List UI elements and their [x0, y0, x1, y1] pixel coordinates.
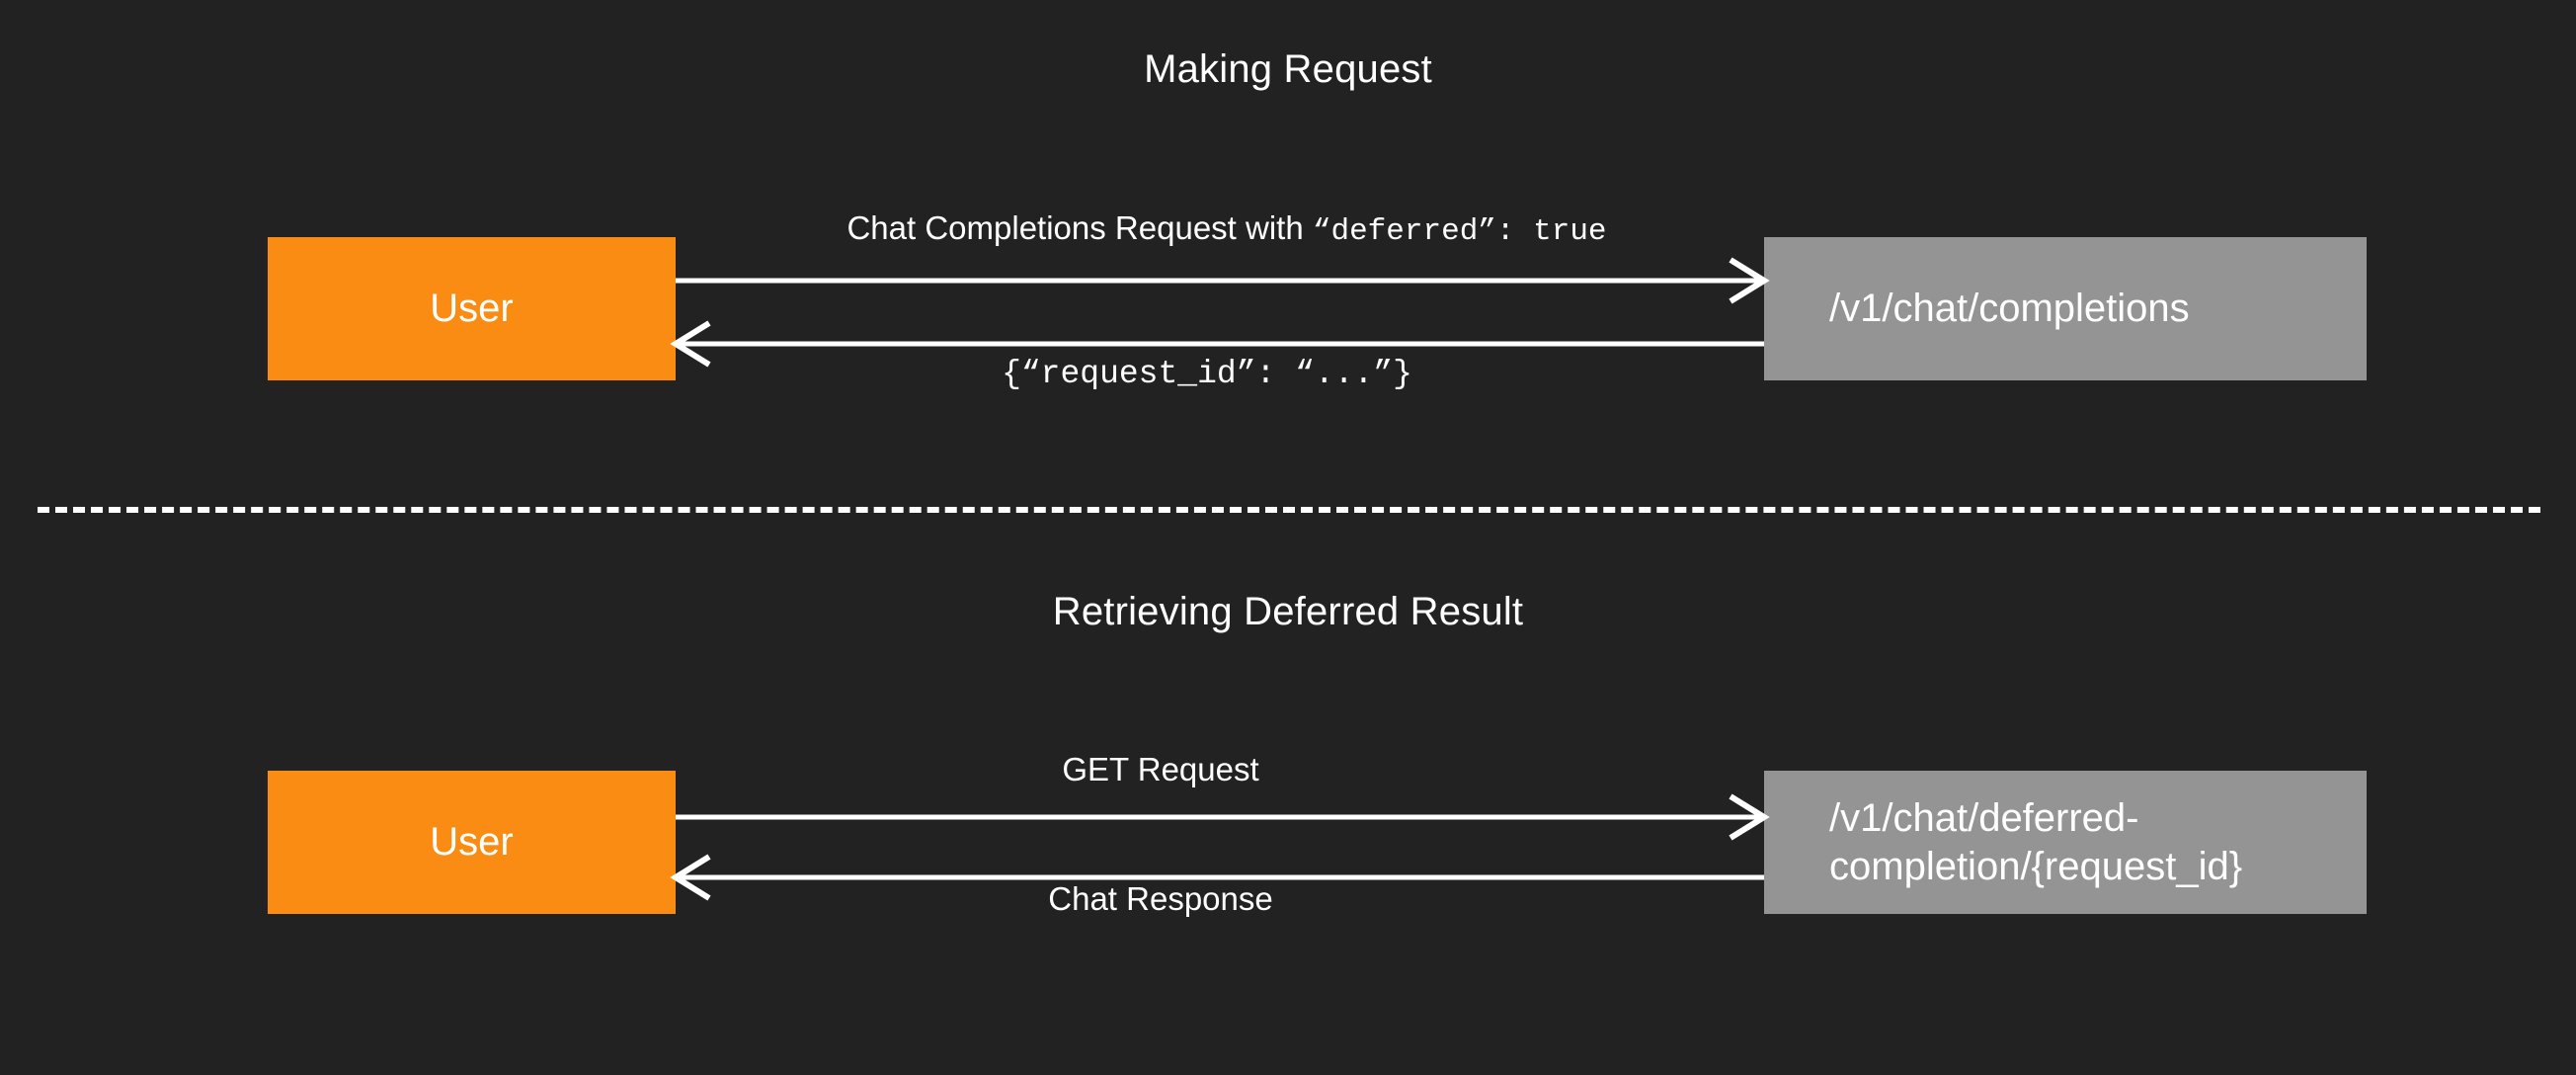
arrow-head-request-2 — [1729, 793, 1770, 841]
arrow-head-response-2 — [670, 854, 711, 901]
actor-user-making-request: User — [268, 237, 676, 380]
section-title-retrieving-deferred-result: Retrieving Deferred Result — [1052, 590, 1524, 633]
section-title-making-request: Making Request — [1144, 47, 1432, 91]
endpoint-deferred-completion: /v1/chat/deferred-completion/{request_id… — [1764, 771, 2367, 914]
arrow-label-request-1-code: “deferred”: true — [1312, 214, 1607, 249]
arrow-label-response-2: Chat Response — [1048, 880, 1273, 917]
endpoint-deferred-completion-label: /v1/chat/deferred-completion/{request_id… — [1829, 795, 2243, 888]
actor-user-label-2: User — [430, 820, 514, 865]
arrow-label-response-1: {“request_id”: “...”} — [1002, 356, 1412, 392]
arrow-label-request-1: Chat Completions Request with “deferred”… — [846, 209, 1606, 249]
endpoint-chat-completions-label: /v1/chat/completions — [1829, 287, 2190, 331]
actor-user-label: User — [430, 287, 514, 331]
endpoint-chat-completions: /v1/chat/completions — [1764, 237, 2367, 380]
arrow-label-request-2: GET Request — [1062, 751, 1259, 787]
arrow-label-request-1-text: Chat Completions Request with — [846, 209, 1313, 246]
actor-user-retrieving-result: User — [268, 771, 676, 914]
arrow-head-request-1 — [1729, 257, 1770, 304]
section-divider — [38, 507, 2540, 513]
arrow-head-response-1 — [670, 320, 711, 368]
